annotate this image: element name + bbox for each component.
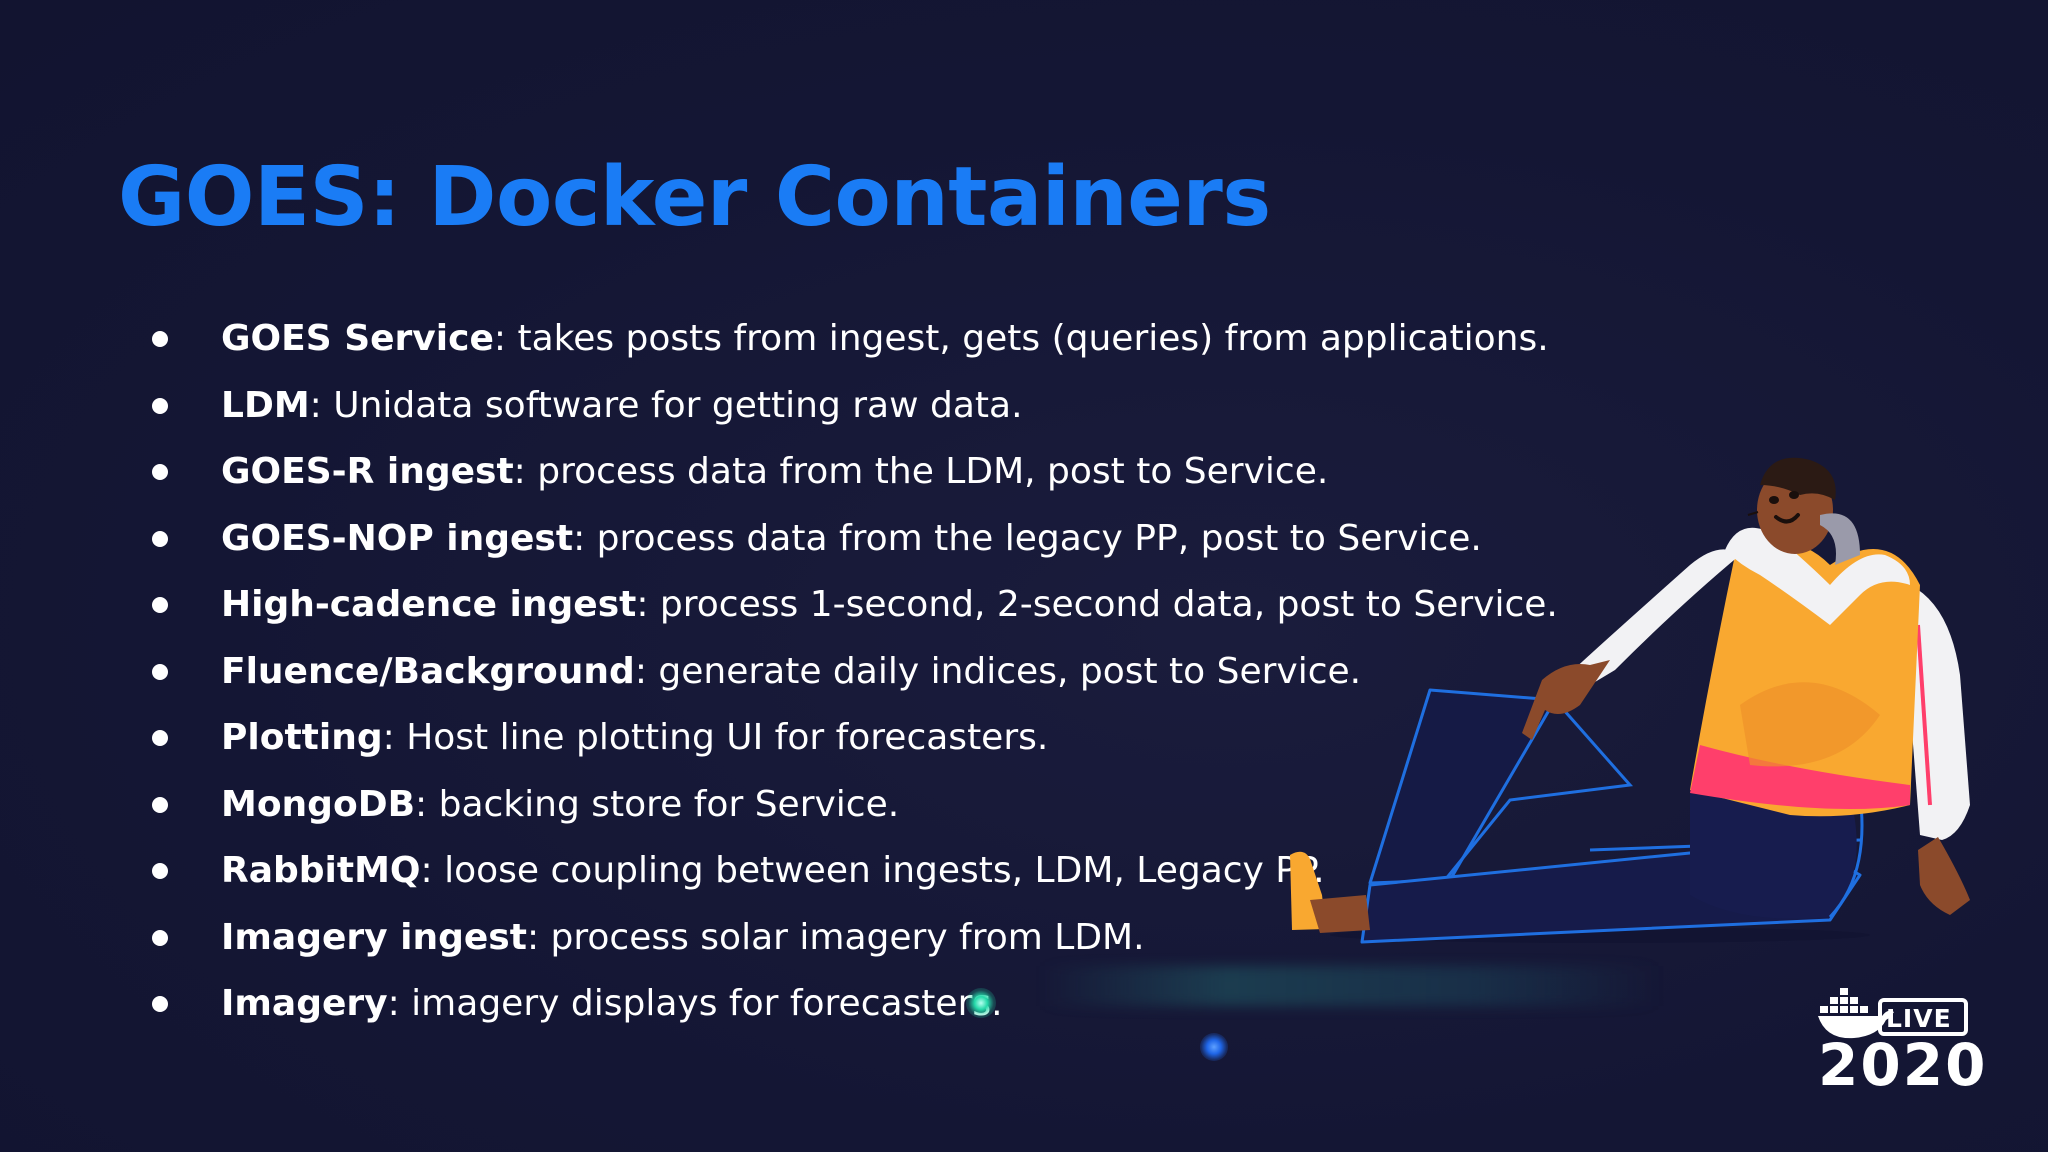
bullet-text: LDM: Unidata software for getting raw da… bbox=[221, 384, 1023, 426]
bullet-text: Imagery: imagery displays for forecaster… bbox=[221, 986, 1003, 1022]
bullet-term: Imagery bbox=[221, 983, 388, 1025]
bullet-item: LDM: Unidata software for getting raw da… bbox=[150, 373, 1490, 440]
logo-year: 2020 bbox=[1818, 1031, 1988, 1099]
bullet-item: GOES-R ingest: process data from the LDM… bbox=[150, 439, 1490, 506]
bullet-dot-icon bbox=[152, 929, 168, 946]
bullet-term: High-cadence ingest bbox=[221, 584, 637, 626]
bullet-term: Fluence/Background bbox=[221, 650, 635, 692]
bullet-desc: : process data from the legacy PP, post … bbox=[573, 517, 1482, 559]
bullet-desc: : imagery displays for forecasters. bbox=[387, 983, 1003, 1025]
bullet-text: GOES-NOP ingest: process data from the l… bbox=[221, 517, 1482, 559]
bullet-dot-icon bbox=[152, 863, 168, 880]
bullet-item: Imagery: imagery displays for forecaster… bbox=[150, 971, 1490, 1038]
bullet-term: Imagery ingest bbox=[221, 916, 527, 958]
blue-glow-dot-icon bbox=[1200, 1033, 1228, 1061]
bullet-desc: : process solar imagery from LDM. bbox=[526, 916, 1145, 958]
docker-live-2020-logo: LIVE 2020 bbox=[1808, 982, 2008, 1102]
bullet-term: Plotting bbox=[221, 717, 383, 759]
bullet-dot-icon bbox=[152, 397, 168, 414]
bullet-dot-icon bbox=[152, 530, 168, 547]
bullet-text: Imagery ingest: process solar imagery fr… bbox=[221, 916, 1145, 958]
bullet-dot-icon bbox=[152, 597, 168, 614]
bullet-item: MongoDB: backing store for Service. bbox=[150, 772, 1490, 839]
bullet-text: Fluence/Background: generate daily indic… bbox=[221, 650, 1362, 692]
bullet-desc: : generate daily indices, post to Servic… bbox=[634, 650, 1362, 692]
bullet-text: GOES-R ingest: process data from the LDM… bbox=[221, 454, 1328, 490]
bullet-dot-icon bbox=[152, 331, 168, 348]
bullet-desc: : Host line plotting UI for forecasters. bbox=[382, 717, 1049, 759]
bullet-desc: : Unidata software for getting raw data. bbox=[309, 384, 1023, 426]
bullet-item: Imagery ingest: process solar imagery fr… bbox=[150, 905, 1490, 972]
bullet-term: GOES Service bbox=[221, 318, 494, 360]
bullet-dot-icon bbox=[152, 730, 168, 747]
docker-whale-icon bbox=[1818, 988, 1894, 1039]
bullet-item: RabbitMQ: loose coupling between ingests… bbox=[150, 838, 1490, 905]
bullet-item: GOES Service: takes posts from ingest, g… bbox=[150, 306, 1549, 373]
bullet-dot-icon bbox=[152, 663, 168, 680]
bullet-text: High-cadence ingest: process 1-second, 2… bbox=[221, 587, 1558, 623]
bullet-text: Plotting: Host line plotting UI for fore… bbox=[221, 720, 1048, 756]
bullet-text: GOES Service: takes posts from ingest, g… bbox=[221, 321, 1549, 357]
bullet-item: GOES-NOP ingest: process data from the l… bbox=[150, 506, 1490, 573]
bullet-term: GOES-R ingest bbox=[221, 451, 514, 493]
bullet-term: LDM bbox=[221, 384, 310, 426]
bullet-desc: : backing store for Service. bbox=[415, 783, 900, 825]
green-glow-dot-icon bbox=[966, 988, 996, 1018]
seated-person-illustration bbox=[1290, 457, 1970, 944]
bullet-desc: : loose coupling between ingests, LDM, L… bbox=[420, 850, 1325, 892]
bullet-item: High-cadence ingest: process 1-second, 2… bbox=[150, 572, 1558, 639]
bullet-text: RabbitMQ: loose coupling between ingests… bbox=[221, 853, 1325, 889]
glow-strip-decoration bbox=[1040, 966, 1660, 1006]
bullet-term: RabbitMQ bbox=[221, 850, 421, 892]
bullet-desc: : process 1-second, 2-second data, post … bbox=[636, 584, 1558, 626]
bullet-desc: : process data from the LDM, post to Ser… bbox=[513, 451, 1329, 493]
bullet-dot-icon bbox=[152, 464, 168, 481]
bullet-dot-icon bbox=[152, 996, 168, 1013]
bullet-term: GOES-NOP ingest bbox=[221, 517, 574, 559]
bullet-text: MongoDB: backing store for Service. bbox=[221, 783, 900, 825]
bullet-desc: : takes posts from ingest, gets (queries… bbox=[493, 318, 1549, 360]
bullet-item: Plotting: Host line plotting UI for fore… bbox=[150, 705, 1490, 772]
slide-title: GOES: Docker Containers bbox=[118, 150, 1271, 245]
bullet-item: Fluence/Background: generate daily indic… bbox=[150, 639, 1490, 706]
live-badge-text: LIVE bbox=[1886, 1004, 1952, 1033]
bullet-term: MongoDB bbox=[221, 783, 416, 825]
bullet-dot-icon bbox=[152, 796, 168, 813]
live-badge bbox=[1878, 998, 1968, 1036]
bullet-list: GOES Service: takes posts from ingest, g… bbox=[150, 306, 1558, 1038]
